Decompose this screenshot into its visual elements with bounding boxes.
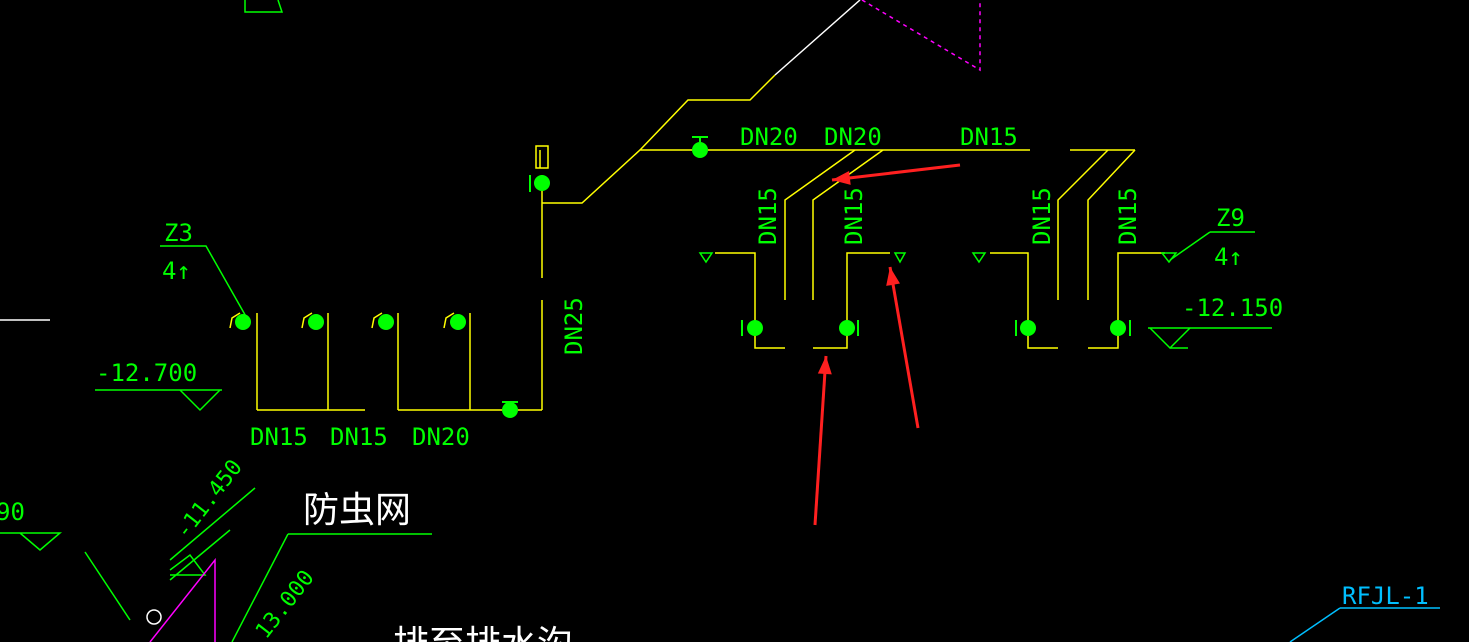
red-annotation-arrows [813, 163, 961, 526]
leader-line [971, 252, 987, 264]
label-elev-cut: 90 [0, 498, 25, 526]
red-arrow-shaft [831, 163, 961, 182]
valve-dot [502, 402, 518, 418]
valve-dot [747, 320, 763, 336]
label-dn15-v1: DN15 [754, 187, 782, 245]
pipe-segment [301, 312, 313, 329]
label-dn15-bottom-b: DN15 [330, 423, 388, 451]
leader-line [231, 533, 289, 642]
leader-line [179, 389, 221, 412]
pipe-segment [715, 252, 785, 349]
label-z3-count: 4↑ [162, 257, 191, 285]
leader-line [84, 551, 131, 621]
pipe-segment [639, 74, 776, 151]
valve-dot [1110, 320, 1126, 336]
pipe-network [229, 74, 1165, 411]
pipe-segment [990, 252, 1058, 349]
red-arrow-shaft [813, 355, 828, 526]
linework [774, 0, 861, 76]
pipe-segment [443, 312, 455, 329]
red-arrow-head [832, 170, 851, 185]
leader-lines [0, 231, 1272, 642]
leader-line [169, 487, 256, 561]
label-bottom-text: 排至排水沟 [393, 624, 573, 642]
label-dn25: DN25 [560, 297, 588, 355]
red-arrow-head [886, 267, 900, 286]
leader-line [0, 532, 63, 551]
valve-dot [308, 314, 324, 330]
linework [1289, 607, 1341, 642]
leader-line [893, 252, 907, 264]
pipe-segment [812, 149, 884, 300]
pipe-segment [371, 312, 383, 329]
pipe-segment [542, 149, 1030, 204]
red-arrow-shaft [888, 266, 920, 429]
leader-line [1169, 231, 1211, 261]
pipe-segment [229, 312, 241, 329]
linework [149, 557, 216, 642]
label-insect-net: 防虫网 [303, 490, 411, 531]
red-arrow-head [817, 356, 832, 375]
valve-dot [450, 314, 466, 330]
label-z9: Z9 [1216, 204, 1245, 232]
leader-line [1149, 327, 1191, 350]
valve-dot [839, 320, 855, 336]
label-elev-diag: -11.450 [171, 455, 248, 543]
pipe-segment [1088, 252, 1165, 349]
linework [244, 0, 284, 13]
leader-line [1160, 252, 1178, 264]
label-rfjl: RFJL-1 [1342, 582, 1429, 610]
label-dn15-v4: DN15 [1114, 187, 1142, 245]
pipe-segment [784, 149, 856, 300]
pipe-segment [1087, 149, 1136, 300]
label-dn20-b: DN20 [824, 123, 882, 151]
valve-dot [235, 314, 251, 330]
linework [861, 0, 981, 72]
label-elev-right: -12.150 [1182, 294, 1283, 322]
pipe-segment [813, 252, 890, 349]
valve-dot [692, 142, 708, 158]
label-elev-diag2: 13.000 [251, 566, 320, 642]
leader-line [698, 252, 714, 264]
valve-markers [235, 136, 1131, 418]
leader-line [160, 245, 249, 321]
label-dn15-top: DN15 [960, 123, 1018, 151]
valve-dot [1020, 320, 1036, 336]
label-elev-left: -12.700 [96, 359, 197, 387]
leader-line [169, 553, 207, 576]
label-z9-count: 4↑ [1214, 243, 1243, 271]
valve-dot [534, 175, 550, 191]
label-dn20-bottom: DN20 [412, 423, 470, 451]
riser-cap [535, 145, 549, 169]
label-dn15-bottom-a: DN15 [250, 423, 308, 451]
label-dn20-a: DN20 [740, 123, 798, 151]
leader-line [169, 529, 231, 581]
label-z3: Z3 [164, 219, 193, 247]
drain-circle [146, 609, 162, 625]
label-dn15-v3: DN15 [1028, 187, 1056, 245]
pipe-segment [1057, 149, 1109, 300]
valve-dot [378, 314, 394, 330]
label-dn15-v2: DN15 [840, 187, 868, 245]
